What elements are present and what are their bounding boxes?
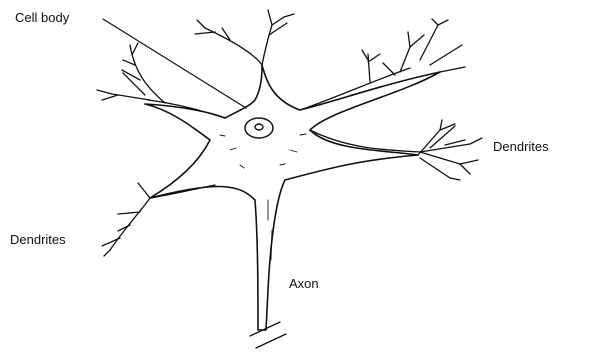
dendrites-right-label: Dendrites (493, 140, 549, 153)
dendrite-upper-left (97, 43, 225, 118)
nucleolus (255, 124, 263, 130)
dendrite-top (195, 10, 294, 65)
nucleus (245, 118, 273, 138)
cytoplasm-texture (220, 134, 306, 260)
dendrite-lower-left (102, 183, 215, 256)
dendrites-left-label: Dendrites (10, 233, 66, 246)
cell-body-label: Cell body (15, 11, 69, 24)
axon-terminal (250, 322, 286, 348)
axon-label: Axon (289, 277, 319, 290)
dendrite-right (310, 120, 482, 180)
